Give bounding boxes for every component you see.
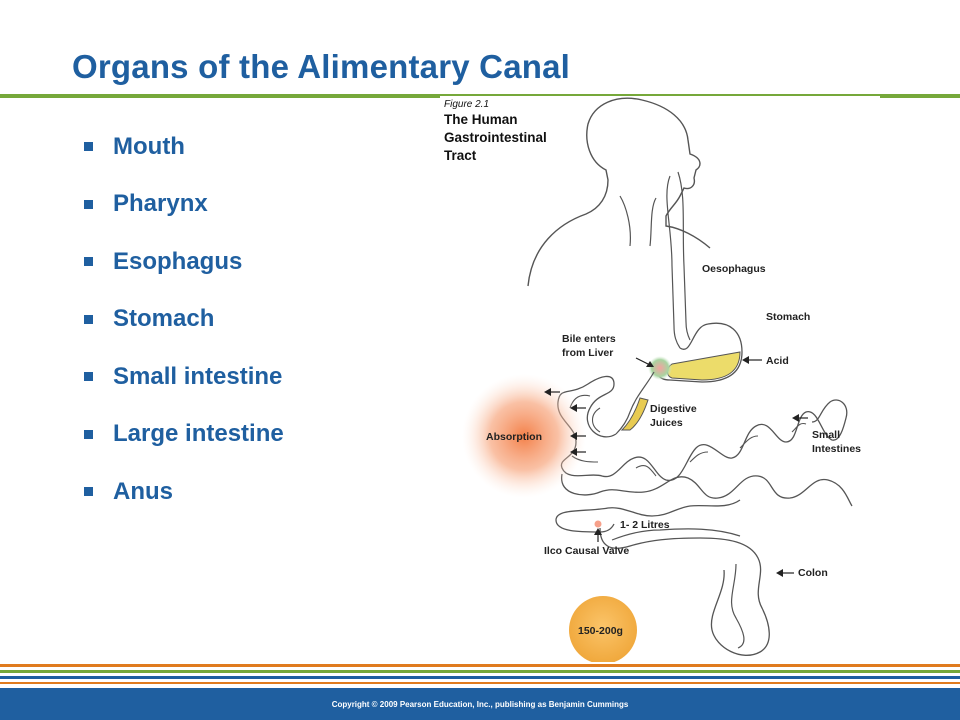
label-stomach: Stomach [766, 311, 810, 323]
label-colon: Colon [798, 567, 828, 579]
bullet-square-icon [84, 314, 93, 324]
label-bile-line1: Bile enters [562, 333, 616, 345]
bullet-square-icon [84, 372, 93, 382]
oesophagus-tube-inner [677, 171, 691, 341]
bullet-list: Mouth Pharynx Esophagus Stomach Small in… [84, 118, 284, 521]
stripe-blue [0, 676, 960, 679]
arrow-absorption-2-icon [570, 404, 586, 412]
ileocaecal-valve-marker [594, 520, 602, 528]
label-digestive-line1: Digestive [650, 403, 697, 415]
bullet-item: Small intestine [84, 348, 284, 406]
bile-entry-marker [648, 356, 672, 380]
label-absorption: Absorption [486, 431, 542, 443]
bullet-item: Large intestine [84, 406, 284, 464]
figure-title-line: Gastrointestinal [444, 130, 547, 145]
label-litres: 1- 2 Litres [620, 519, 670, 531]
bullet-text: Mouth [113, 132, 185, 160]
small-intestine-tube-inner [569, 394, 807, 477]
bullet-square-icon [84, 142, 93, 152]
label-acid: Acid [766, 355, 789, 367]
arrow-small-intestines-icon [792, 414, 808, 422]
arrow-absorption-3-icon [570, 432, 586, 440]
oesophagus-tube [666, 175, 681, 349]
bullet-item: Pharynx [84, 176, 284, 234]
bullet-text: Esophagus [113, 247, 243, 275]
colon-inner [611, 528, 745, 649]
bullet-item: Anus [84, 463, 284, 521]
bullet-square-icon [84, 429, 93, 439]
label-valve: Ilco Causal Valve [544, 545, 629, 557]
figure-title-line: Tract [444, 148, 477, 163]
bullet-square-icon [84, 257, 93, 267]
bullet-text: Stomach [113, 305, 215, 333]
bullet-square-icon [84, 199, 93, 209]
arrow-absorption-1-icon [544, 388, 560, 396]
bullet-item: Esophagus [84, 233, 284, 291]
copyright-text: Copyright © 2009 Pearson Education, Inc.… [331, 699, 629, 709]
footer-bar: Copyright © 2009 Pearson Education, Inc.… [0, 688, 960, 720]
bullet-text: Pharynx [113, 190, 208, 218]
colon-outline [599, 527, 770, 656]
bullet-text: Anus [113, 477, 173, 505]
label-stool-mass: 150-200g [578, 625, 623, 637]
small-intestine-lower [561, 473, 853, 507]
duodenum-tube [615, 371, 655, 435]
arrow-acid-icon [742, 356, 762, 364]
arrow-oesophagus-icon [635, 357, 654, 367]
digestive-juices-channel [620, 397, 649, 431]
bullet-text: Small intestine [113, 362, 283, 390]
stripe-orange-2 [0, 682, 960, 684]
small-intestine-tube [557, 375, 848, 481]
bullet-text: Large intestine [113, 420, 284, 448]
body-inner-outline [619, 195, 657, 247]
arrow-absorption-4-icon [570, 448, 586, 456]
figure-number: Figure 2.1 [444, 99, 489, 110]
label-small-intestines-line1: Small [812, 429, 840, 441]
arrow-colon-icon [776, 569, 794, 577]
bullet-item: Mouth [84, 118, 284, 176]
label-oesophagus: Oesophagus [702, 263, 766, 275]
stool-mass-circle [569, 596, 637, 662]
body-outline [527, 97, 711, 287]
bullet-square-icon [84, 487, 93, 497]
stripe-orange [0, 664, 960, 667]
slide-title: Organs of the Alimentary Canal [72, 48, 571, 85]
bullet-item: Stomach [84, 291, 284, 349]
gi-tract-figure: Figure 2.1 The Human Gastrointestinal Tr… [440, 96, 880, 662]
label-small-intestines-line2: Intestines [812, 443, 861, 455]
label-bile-line2: from Liver [562, 347, 613, 359]
label-digestive-line2: Juices [650, 417, 683, 429]
stripe-green [0, 670, 960, 673]
absorption-glow [462, 374, 586, 498]
arrow-valve-icon [594, 528, 602, 542]
figure-title-line: The Human [444, 112, 518, 127]
